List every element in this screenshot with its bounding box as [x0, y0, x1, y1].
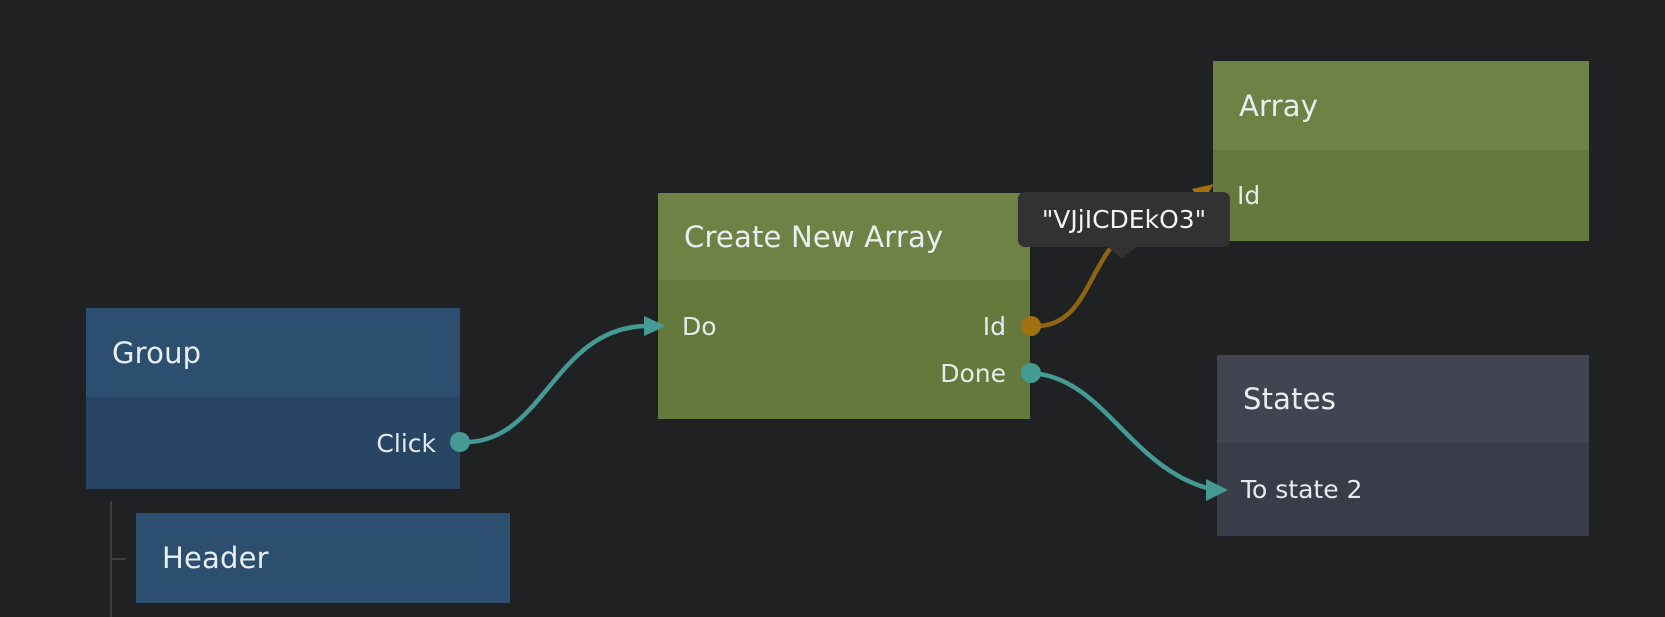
port-row: Click: [86, 420, 460, 467]
node-states[interactable]: States To state 2: [1217, 355, 1589, 536]
node-title: States: [1243, 382, 1337, 416]
port-click-output[interactable]: Click: [376, 428, 436, 458]
node-title: Array: [1239, 88, 1319, 123]
port-row: Done: [658, 350, 1030, 397]
port-id-output[interactable]: Id: [982, 311, 1006, 341]
node-array[interactable]: Array Id: [1213, 61, 1589, 241]
port-to-state-2-input[interactable]: To state 2: [1241, 475, 1363, 504]
port-row: Do Id: [658, 303, 1030, 350]
node-create-new-array-title-bar: Create New Array: [658, 193, 1030, 280]
node-array-title-bar: Array: [1213, 61, 1589, 150]
node-create-new-array-body: Do Id Done: [658, 280, 1030, 419]
node-header-title-bar: Header: [136, 513, 510, 603]
node-title: Group: [112, 335, 202, 370]
node-title: Create New Array: [684, 219, 944, 254]
node-states-body: To state 2: [1217, 443, 1589, 536]
node-header[interactable]: Header: [136, 513, 510, 603]
node-states-title-bar: States: [1217, 355, 1589, 443]
port-done-output[interactable]: Done: [940, 358, 1006, 388]
port-row: To state 2: [1217, 466, 1589, 513]
port-row: Id: [1213, 172, 1589, 219]
wire-done-to-state[interactable]: [1030, 370, 1208, 491]
connection-value-tooltip: "VJjICDEkO3": [1018, 192, 1230, 259]
node-group-title-bar: Group: [86, 308, 460, 397]
port-id-input[interactable]: Id: [1237, 181, 1261, 210]
wire-click-to-do[interactable]: [459, 323, 647, 445]
tooltip-pointer-icon: [1108, 247, 1136, 259]
tooltip-text: "VJjICDEkO3": [1041, 205, 1207, 234]
node-create-new-array[interactable]: Create New Array Do Id Done: [658, 193, 1030, 419]
node-group-body: Click: [86, 397, 460, 489]
node-group[interactable]: Group Click: [86, 308, 460, 489]
port-do-input[interactable]: Do: [682, 311, 717, 341]
node-array-body: Id: [1213, 150, 1589, 241]
node-title: Header: [162, 541, 269, 575]
